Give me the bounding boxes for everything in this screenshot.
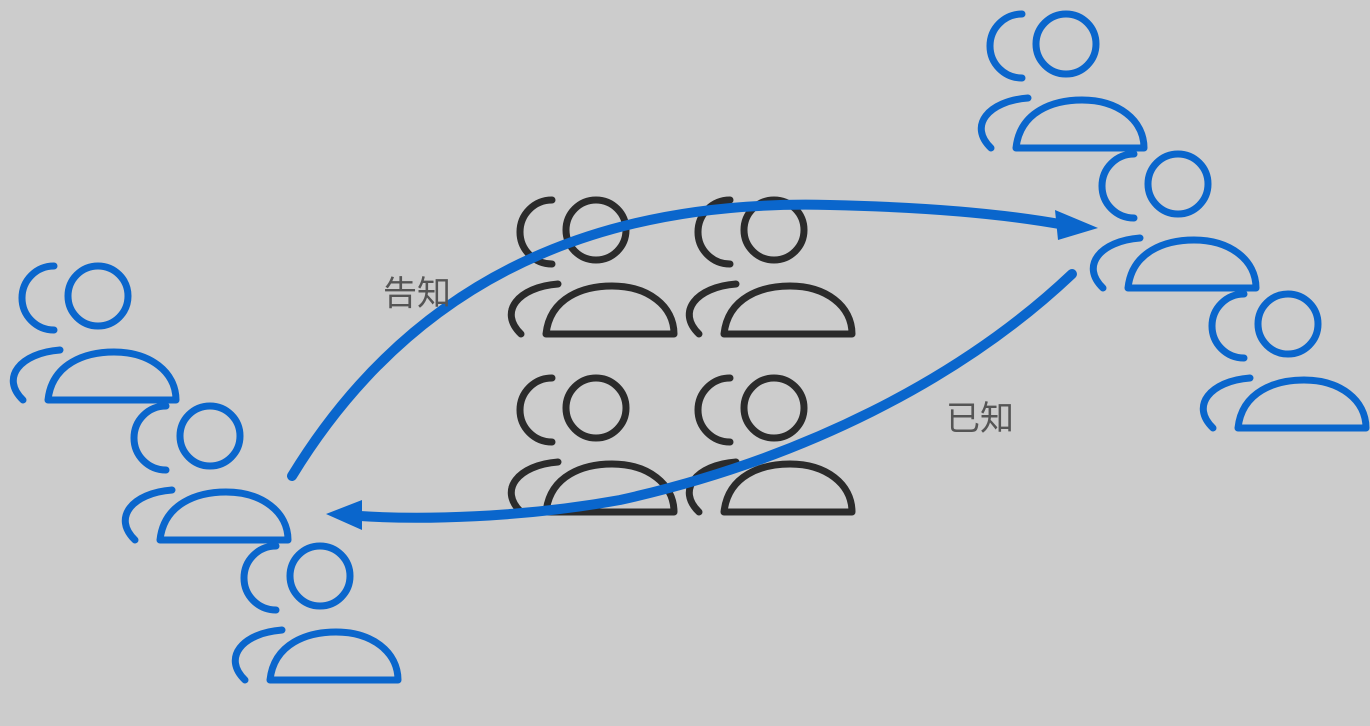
person-icon [13,266,176,400]
group-left [13,266,398,680]
person-icon [125,406,288,540]
person-icon [689,378,852,512]
person-icon [689,200,852,334]
person-icon [235,546,398,680]
arrow-known [326,269,1077,530]
person-icon [1203,294,1366,428]
person-icon [981,14,1144,148]
person-icon [1093,154,1256,288]
arrow-head [326,500,362,530]
label-inform: 告知 [383,274,451,314]
arrow-inform [287,199,1098,481]
arrow-head [1055,210,1098,240]
label-known: 已知 [946,399,1014,439]
